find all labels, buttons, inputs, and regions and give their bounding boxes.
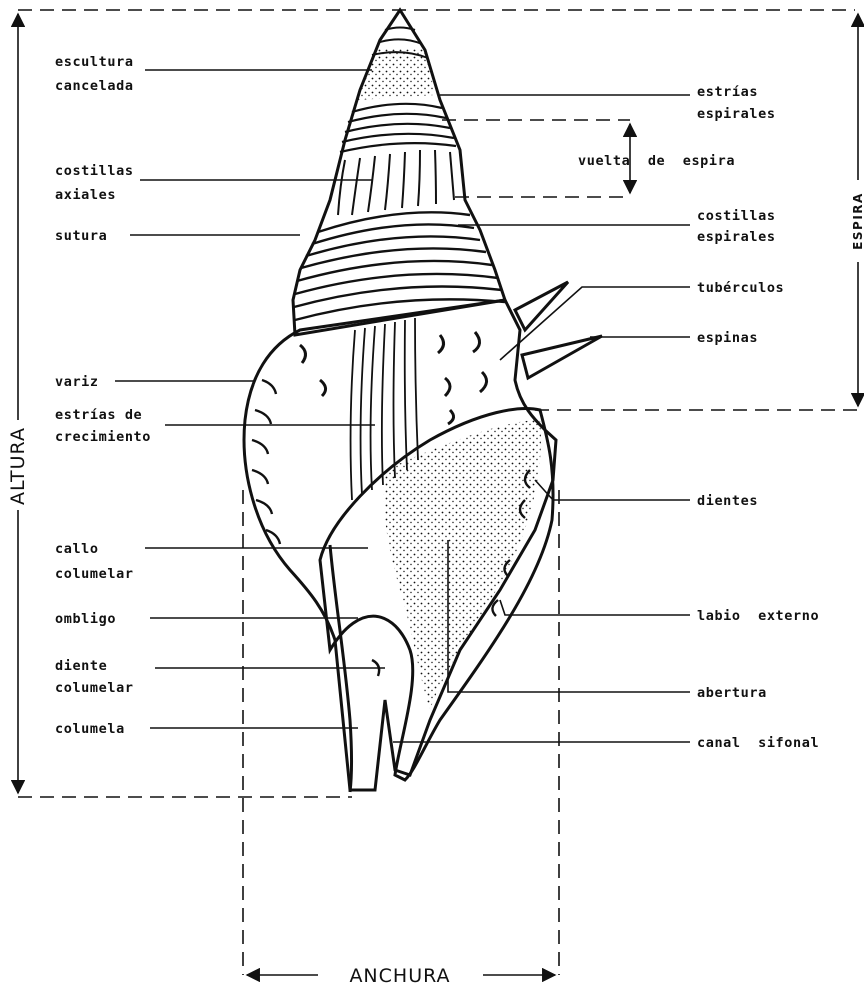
left-labels: escultura cancelada costillas axiales su… bbox=[55, 54, 151, 737]
leader-labio bbox=[500, 600, 690, 615]
spiral-striae bbox=[340, 104, 456, 152]
varix-ridges bbox=[252, 380, 280, 544]
right-labels: estrías espirales vuelta de espira costi… bbox=[578, 84, 819, 751]
label-dientes: dientes bbox=[697, 493, 758, 509]
label-axiales: axiales bbox=[55, 187, 116, 203]
axial-ribs bbox=[338, 150, 454, 215]
label-callo: callo bbox=[55, 541, 99, 557]
label-estrias: estrías bbox=[697, 84, 758, 100]
label-diente: diente bbox=[55, 658, 107, 674]
aperture-stipple bbox=[384, 420, 541, 710]
label-escultura: escultura bbox=[55, 54, 134, 70]
label-columela: columela bbox=[55, 721, 125, 737]
label-abertura: abertura bbox=[697, 685, 767, 701]
label-crecimiento: crecimiento bbox=[55, 429, 151, 445]
label-cancelada: cancelada bbox=[55, 78, 134, 94]
label-costillas-espirales-2: espirales bbox=[697, 229, 776, 245]
spines bbox=[515, 282, 602, 378]
label-labio-externo: labio externo bbox=[697, 608, 819, 624]
label-altura: ALTURA bbox=[7, 427, 29, 505]
label-ombligo: ombligo bbox=[55, 611, 116, 627]
label-estrias-de: estrías de bbox=[55, 407, 142, 423]
label-variz: variz bbox=[55, 374, 99, 390]
label-columelar: columelar bbox=[55, 566, 134, 582]
label-tuberculos: tubérculos bbox=[697, 280, 784, 296]
leader-lines bbox=[115, 70, 690, 742]
shell-illustration bbox=[244, 10, 602, 792]
label-anchura: ANCHURA bbox=[349, 965, 450, 987]
leader-tuberculos bbox=[500, 287, 690, 360]
label-costillas-espirales-1: costillas bbox=[697, 208, 776, 224]
label-espinas: espinas bbox=[697, 330, 758, 346]
label-canal-sifonal: canal sifonal bbox=[697, 735, 819, 751]
label-sutura: sutura bbox=[55, 228, 107, 244]
label-columelar-2: columelar bbox=[55, 680, 134, 696]
label-vuelta-de-espira: vuelta de espira bbox=[578, 153, 735, 169]
label-espira: ESPIRA bbox=[851, 192, 864, 250]
label-costillas: costillas bbox=[55, 163, 134, 179]
label-espirales: espirales bbox=[697, 106, 776, 122]
